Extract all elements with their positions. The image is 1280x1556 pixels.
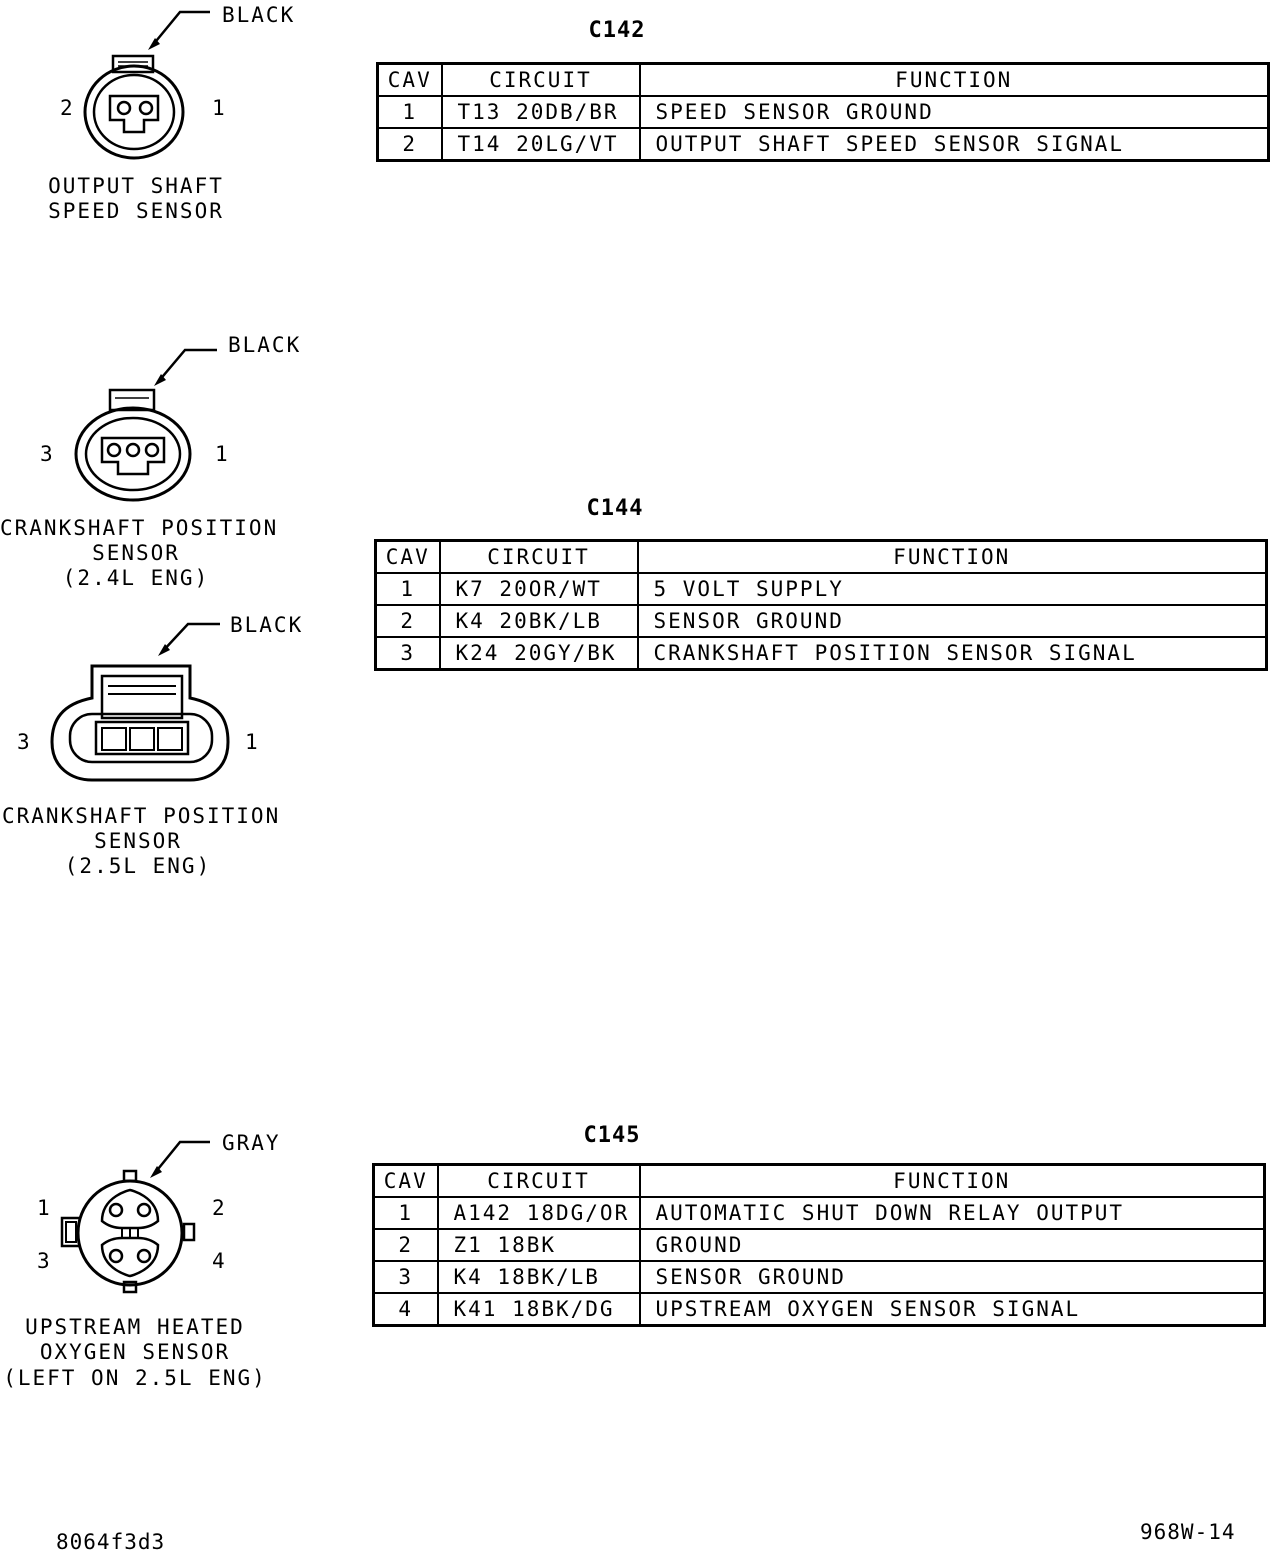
cav-column-header: CAV	[374, 539, 441, 574]
c145-sensor-name-line-2: OXYGEN SENSOR	[39, 1340, 231, 1364]
function-cell: SENSOR GROUND	[638, 1260, 1266, 1294]
c144-wiring-table: CAV CIRCUIT FUNCTION 1 K7 20OR/WT 5 VOLT…	[374, 539, 1268, 671]
c145-sensor-name-line-3: (LEFT ON 2.5L ENG)	[3, 1366, 267, 1390]
circuit-column-header: CIRCUIT	[438, 539, 639, 574]
output-shaft-speed-sensor-connector-drawing	[83, 10, 210, 160]
function-cell: UPSTREAM OXYGEN SENSOR SIGNAL	[638, 1292, 1266, 1327]
c144-2-4l-pin-label-1: 1	[215, 442, 230, 466]
c144-2-4l-color-label: BLACK	[228, 333, 302, 357]
circuit-cell: T13 20DB/BR	[440, 95, 641, 129]
c144-2-5l-sensor-name-line-3: (2.5L ENG)	[64, 854, 212, 878]
cav-cell: 3	[372, 1260, 439, 1294]
c144-2-5l-sensor-name-line-2: SENSOR	[94, 829, 182, 853]
table-row: 2 K4 20BK/LB SENSOR GROUND	[374, 604, 1268, 638]
c144-2-4l-pin-label-3: 3	[40, 442, 55, 466]
table-row: 1 T13 20DB/BR SPEED SENSOR GROUND	[376, 95, 1270, 129]
table-row: 1 A142 18DG/OR AUTOMATIC SHUT DOWN RELAY…	[372, 1196, 1266, 1230]
cav-column-header: CAV	[376, 62, 443, 97]
cav-column-header: CAV	[372, 1163, 439, 1198]
c144-2-4l-sensor-name-line-3: (2.4L ENG)	[62, 566, 210, 590]
c145-connector-id: C145	[583, 1123, 641, 1148]
table-row: 2 T14 20LG/VT OUTPUT SHAFT SPEED SENSOR …	[376, 127, 1270, 162]
cav-cell: 2	[372, 1228, 439, 1262]
c142-color-label: BLACK	[222, 3, 296, 27]
circuit-cell: K24 20GY/BK	[438, 636, 639, 671]
table-row: 3 K4 18BK/LB SENSOR GROUND	[372, 1260, 1266, 1294]
circuit-cell: A142 18DG/OR	[436, 1196, 641, 1230]
c145-sensor-name-line-1: UPSTREAM HEATED	[25, 1315, 245, 1339]
circuit-column-header: CIRCUIT	[440, 62, 641, 97]
c145-pin-label-1: 1	[37, 1196, 52, 1220]
crankshaft-sensor-2-5l-connector-drawing	[50, 622, 230, 782]
c144-2-5l-color-label: BLACK	[230, 613, 304, 637]
circuit-column-header: CIRCUIT	[436, 1163, 641, 1198]
table-header-row: CAV CIRCUIT FUNCTION	[376, 62, 1270, 97]
c144-2-5l-pin-label-1: 1	[245, 730, 260, 754]
oxygen-sensor-connector-drawing	[60, 1140, 210, 1294]
c144-connector-id: C144	[586, 496, 644, 521]
table-row: 4 K41 18BK/DG UPSTREAM OXYGEN SENSOR SIG…	[372, 1292, 1266, 1327]
table-row: 1 K7 20OR/WT 5 VOLT SUPPLY	[374, 572, 1268, 606]
c145-pin-label-4: 4	[212, 1249, 227, 1273]
c142-sensor-name-line-1: OUTPUT SHAFT	[48, 174, 224, 198]
circuit-cell: K4 18BK/LB	[436, 1260, 641, 1294]
c144-2-5l-pin-label-3: 3	[17, 730, 32, 754]
function-column-header: FUNCTION	[638, 62, 1270, 97]
c145-color-label: GRAY	[222, 1131, 281, 1155]
c142-sensor-name-line-2: SPEED SENSOR	[48, 199, 224, 223]
c142-connector-id: C142	[588, 18, 646, 43]
c142-pin-label-1: 1	[212, 96, 227, 120]
function-cell: OUTPUT SHAFT SPEED SENSOR SIGNAL	[638, 127, 1270, 162]
c144-2-5l-sensor-name-line-1: CRANKSHAFT POSITION	[2, 804, 281, 828]
table-header-row: CAV CIRCUIT FUNCTION	[372, 1163, 1266, 1198]
c142-pin-label-2: 2	[60, 96, 75, 120]
circuit-cell: Z1 18BK	[436, 1228, 641, 1262]
function-cell: CRANKSHAFT POSITION SENSOR SIGNAL	[636, 636, 1268, 671]
circuit-cell: K7 20OR/WT	[438, 572, 639, 606]
table-header-row: CAV CIRCUIT FUNCTION	[374, 539, 1268, 574]
cav-cell: 4	[372, 1292, 439, 1327]
function-cell: AUTOMATIC SHUT DOWN RELAY OUTPUT	[638, 1196, 1266, 1230]
footer-right-code: 968W-14	[1140, 1520, 1236, 1544]
crankshaft-sensor-2-4l-connector-drawing	[74, 348, 217, 502]
c145-wiring-table: CAV CIRCUIT FUNCTION 1 A142 18DG/OR AUTO…	[372, 1163, 1266, 1327]
c145-pin-label-3: 3	[37, 1249, 52, 1273]
c144-2-4l-sensor-name-line-2: SENSOR	[92, 541, 180, 565]
cav-cell: 1	[372, 1196, 439, 1230]
function-column-header: FUNCTION	[636, 539, 1268, 574]
function-cell: 5 VOLT SUPPLY	[636, 572, 1268, 606]
function-cell: SPEED SENSOR GROUND	[638, 95, 1270, 129]
cav-cell: 2	[374, 604, 441, 638]
table-row: 3 K24 20GY/BK CRANKSHAFT POSITION SENSOR…	[374, 636, 1268, 671]
circuit-cell: K4 20BK/LB	[438, 604, 639, 638]
cav-cell: 1	[376, 95, 443, 129]
c145-pin-label-2: 2	[212, 1196, 227, 1220]
circuit-cell: T14 20LG/VT	[440, 127, 641, 162]
function-cell: SENSOR GROUND	[636, 604, 1268, 638]
cav-cell: 1	[374, 572, 441, 606]
table-row: 2 Z1 18BK GROUND	[372, 1228, 1266, 1262]
footer-left-code: 8064f3d3	[56, 1530, 166, 1554]
circuit-cell: K41 18BK/DG	[436, 1292, 641, 1327]
cav-cell: 3	[374, 636, 441, 671]
cav-cell: 2	[376, 127, 443, 162]
function-cell: GROUND	[638, 1228, 1266, 1262]
function-column-header: FUNCTION	[638, 1163, 1266, 1198]
c142-wiring-table: CAV CIRCUIT FUNCTION 1 T13 20DB/BR SPEED…	[376, 62, 1270, 162]
c144-2-4l-sensor-name-line-1: CRANKSHAFT POSITION	[0, 516, 279, 540]
